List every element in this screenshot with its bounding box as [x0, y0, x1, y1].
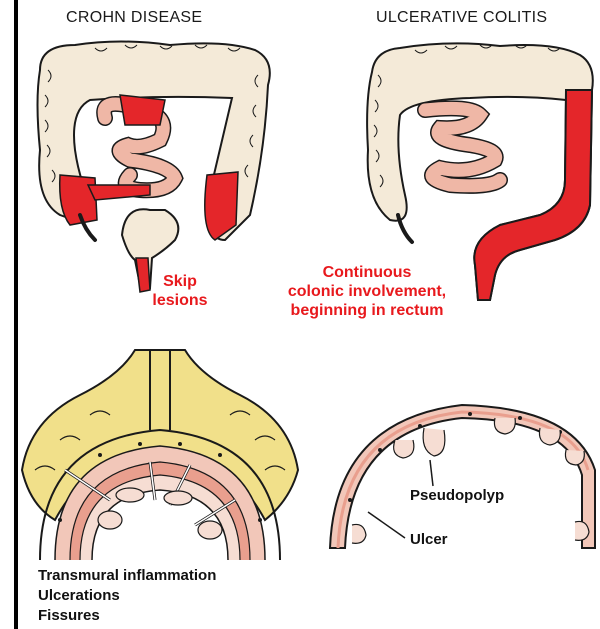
skip-lesions-line-2: lesions — [150, 291, 210, 310]
skip-lesions-label: Skip lesions — [150, 272, 210, 310]
continuous-involvement-label: Continuous colonic involvement, beginnin… — [262, 263, 472, 320]
uc-cross-section-icon — [330, 405, 595, 548]
feature-ulcerations: Ulcerations — [38, 586, 216, 606]
ulcer-label: Ulcer — [410, 530, 448, 550]
skip-lesions-line-1: Skip — [150, 272, 210, 291]
continuous-line-3: beginning in rectum — [262, 301, 472, 320]
pseudopolyp-label: Pseudopolyp — [410, 486, 504, 506]
crohn-colon-icon — [38, 42, 270, 293]
feature-fissures: Fissures — [38, 606, 216, 626]
uc-colon-icon — [367, 43, 593, 300]
crohn-features-list: Transmural inflammation Ulcerations Fiss… — [38, 566, 216, 626]
continuous-line-1: Continuous — [262, 263, 472, 282]
continuous-line-2: colonic involvement, — [262, 282, 472, 301]
crohn-cross-section-icon — [22, 350, 298, 560]
feature-transmural: Transmural inflammation — [38, 566, 216, 586]
